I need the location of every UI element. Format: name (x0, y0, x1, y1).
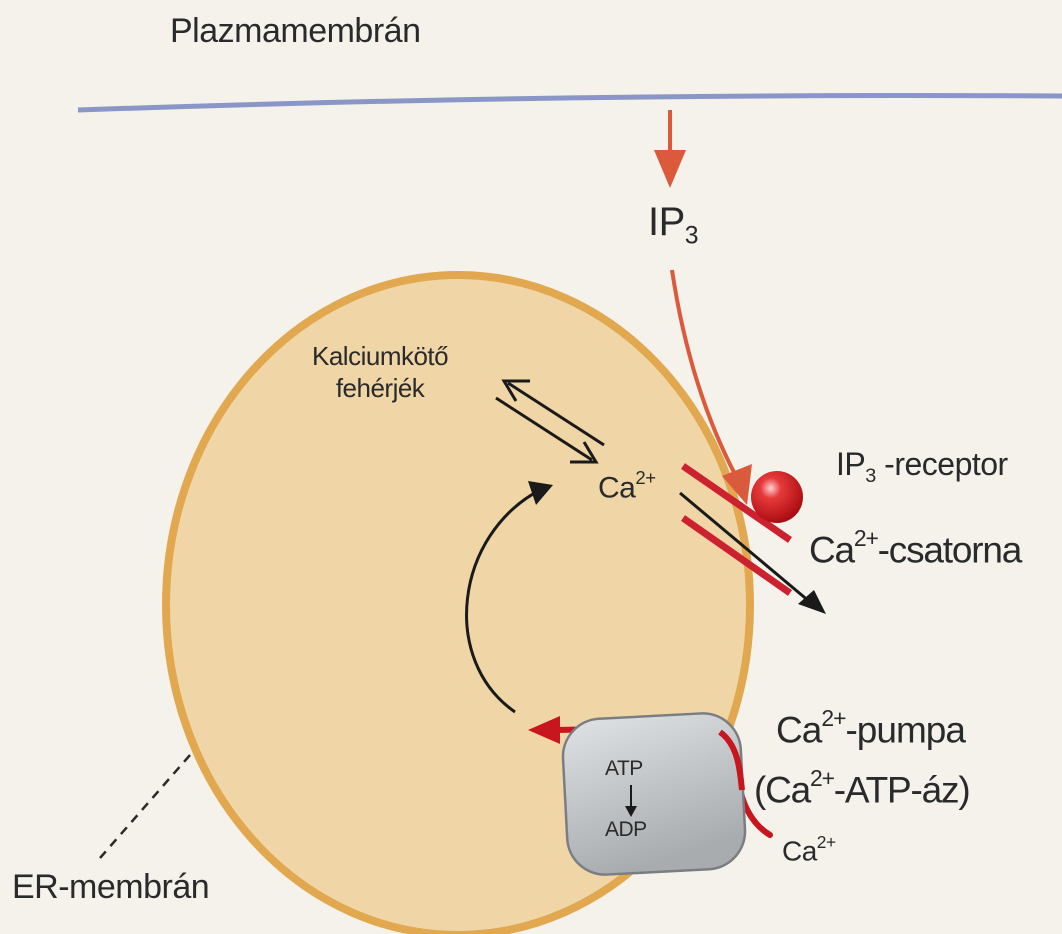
ca-channel-superscript: 2+ (854, 525, 878, 551)
er-membrane-label: ER-membrán (12, 868, 209, 907)
ca-channel-base: Ca (809, 530, 854, 571)
adp-label: ADP (605, 818, 647, 842)
ip3-receptor-subscript: 3 (865, 465, 876, 487)
ca-center-superscript: 2+ (635, 467, 655, 488)
ca-center-base: Ca (598, 471, 635, 504)
atp-label: ATP (605, 757, 643, 781)
calcium-binding-line1: Kalciumkötő (312, 340, 448, 372)
ip3-receptor-ball (751, 471, 803, 523)
ca-pump-label: Ca2+-pumpa (776, 705, 965, 752)
ca-atpase-superscript: 2+ (810, 765, 834, 791)
ca-atpase-suffix: -ATP-áz) (834, 770, 970, 811)
ip3-receptor-base: IP (836, 446, 865, 482)
ip3-receptor-suffix: -receptor (876, 446, 1008, 482)
ip3-receptor-label: IP3 -receptor (836, 446, 1008, 488)
ca-bottom-label: Ca2+ (782, 832, 836, 867)
calcium-binding-line2: fehérjék (312, 372, 448, 404)
ca-channel-label: Ca2+-csatorna (809, 525, 1021, 572)
ca-pump-suffix: -pumpa (845, 710, 964, 751)
calcium-binding-proteins-label: Kalciumkötő fehérjék (312, 340, 448, 404)
plasma-membrane-label: Plazmamembrán (170, 12, 420, 51)
ip3-label: IP3 (648, 200, 698, 251)
ca-pump-superscript: 2+ (821, 705, 845, 731)
ca-bottom-base: Ca (782, 835, 817, 866)
ca-center-label: Ca2+ (598, 467, 656, 505)
plasma-membrane-line (78, 96, 1062, 110)
ca-channel-suffix: -csatorna (878, 530, 1021, 571)
pump-body (561, 711, 747, 876)
ip3-base: IP (648, 200, 685, 244)
ca-bottom-superscript: 2+ (817, 832, 836, 852)
ip3-arrowhead (654, 150, 686, 188)
ca-pump-base: Ca (776, 710, 821, 751)
ip3-subscript: 3 (685, 223, 698, 250)
ca-atpase-label: (Ca2+-ATP-áz) (754, 765, 969, 812)
ca-atpase-prefix: (Ca (754, 770, 810, 811)
er-membrane-pointer (100, 755, 190, 858)
